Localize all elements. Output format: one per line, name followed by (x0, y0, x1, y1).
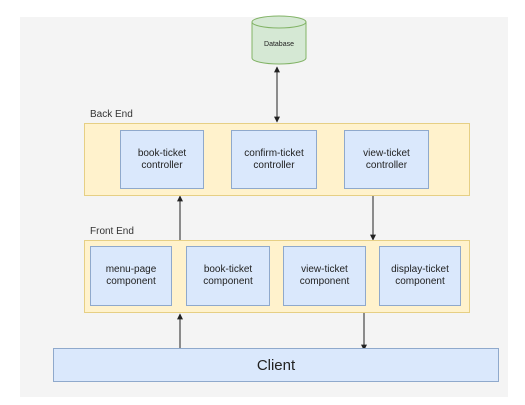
menu-page-component: menu-page component (90, 246, 172, 306)
client-box: Client (53, 348, 499, 382)
display-ticket-component: display-ticket component (379, 246, 461, 306)
front-end-label: Front End (90, 226, 134, 237)
display-ticket-component-label: display-ticket component (391, 264, 449, 287)
confirm-ticket-controller-label: confirm-ticket controller (244, 147, 304, 171)
client-label: Client (256, 356, 296, 374)
book-ticket-controller-label: book-ticket controller (137, 147, 187, 171)
back-end-label: Back End (90, 109, 133, 120)
database-cylinder (251, 15, 307, 65)
confirm-ticket-controller: confirm-ticket controller (231, 130, 317, 189)
database-label: Database (264, 41, 294, 48)
view-ticket-controller: view-ticket controller (344, 130, 429, 189)
diagram-background (20, 17, 508, 397)
view-ticket-component: view-ticket component (283, 246, 366, 306)
view-ticket-controller-label: view-ticket controller (363, 147, 410, 171)
book-ticket-controller: book-ticket controller (120, 130, 204, 189)
menu-page-component-label: menu-page component (105, 264, 157, 287)
view-ticket-component-label: view-ticket component (299, 264, 350, 287)
book-ticket-component: book-ticket component (186, 246, 270, 306)
book-ticket-component-label: book-ticket component (203, 264, 253, 287)
